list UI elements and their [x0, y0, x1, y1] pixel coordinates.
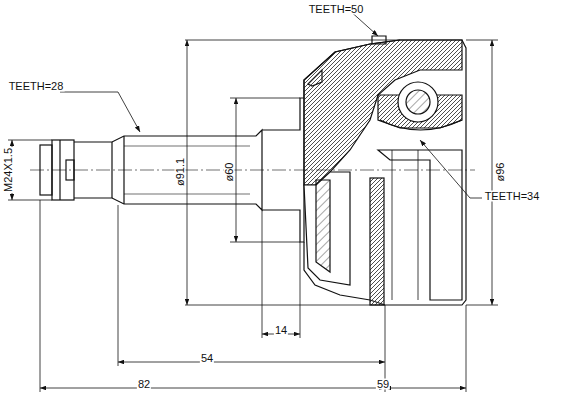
dimension-label: TEETH=34: [484, 191, 541, 202]
dimension-label: TEETH=50: [308, 4, 365, 15]
dimension-label: 59: [376, 379, 390, 390]
dimension-label: 14: [274, 325, 288, 336]
dimension-label: 82: [137, 379, 151, 390]
dimension-label: ø96: [495, 162, 506, 183]
dimension-label: ø91.1: [175, 157, 186, 187]
dimension-label: TEETH=28: [8, 81, 65, 92]
dimension-label: ø60: [224, 162, 235, 183]
dimension-label: M24X1.5: [2, 147, 13, 193]
dimension-label: 54: [200, 353, 214, 364]
